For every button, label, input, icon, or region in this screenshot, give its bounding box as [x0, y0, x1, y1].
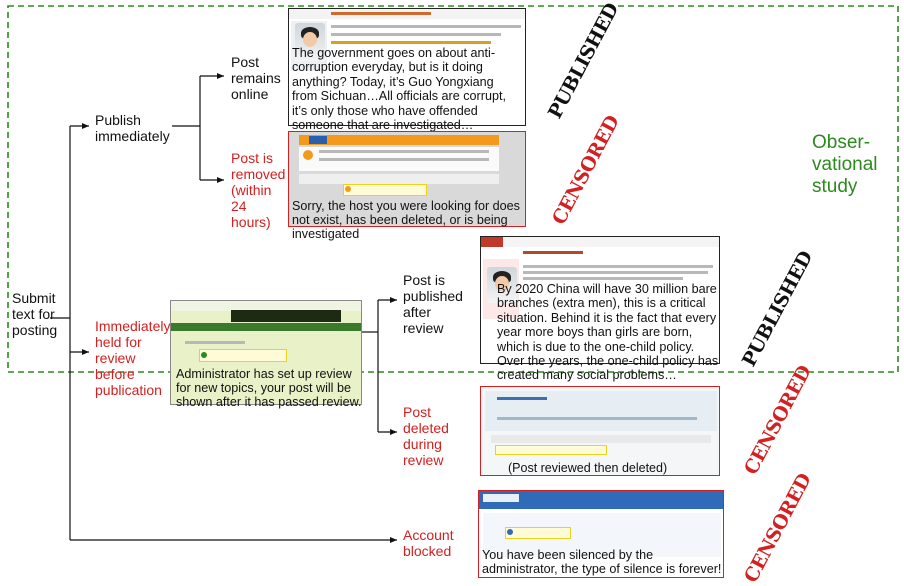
- caption-online: The government goes on about anti-corrup…: [292, 46, 506, 133]
- screenshot-published-after: [480, 236, 720, 364]
- caption-blocked: You have been silenced by the administra…: [482, 548, 722, 576]
- publish-label: Publish immediately: [95, 112, 170, 144]
- screenshot-deleted-review: [480, 386, 720, 476]
- published-after-label: Post is published after review: [403, 272, 463, 336]
- blocked-label: Account blocked: [403, 527, 454, 559]
- avatar: [295, 23, 325, 61]
- deleted-review-label: Post deleted during review: [403, 404, 449, 468]
- online-label: Post remains online: [231, 54, 281, 102]
- root-label: Submit text for posting: [12, 290, 58, 338]
- screenshot-online-post: [288, 8, 526, 126]
- caption-published-after: By 2020 China will have 30 million bare …: [497, 282, 719, 383]
- avatar: [487, 267, 517, 303]
- study-label: Obser- vational study: [812, 132, 878, 197]
- caption-deleted-review: (Post reviewed then deleted): [508, 461, 668, 475]
- screenshot-held-review: [170, 300, 362, 405]
- screenshot-account-blocked: [478, 490, 724, 578]
- caption-held: Administrator has set up review for new …: [176, 367, 362, 409]
- held-label: Immediately held for review before publi…: [95, 318, 171, 398]
- removed-label: Post is removed (within 24 hours): [231, 150, 286, 230]
- observational-study-box: [7, 5, 899, 373]
- screenshot-removed-post: [288, 131, 526, 227]
- caption-removed: Sorry, the host you were looking for doe…: [292, 199, 520, 241]
